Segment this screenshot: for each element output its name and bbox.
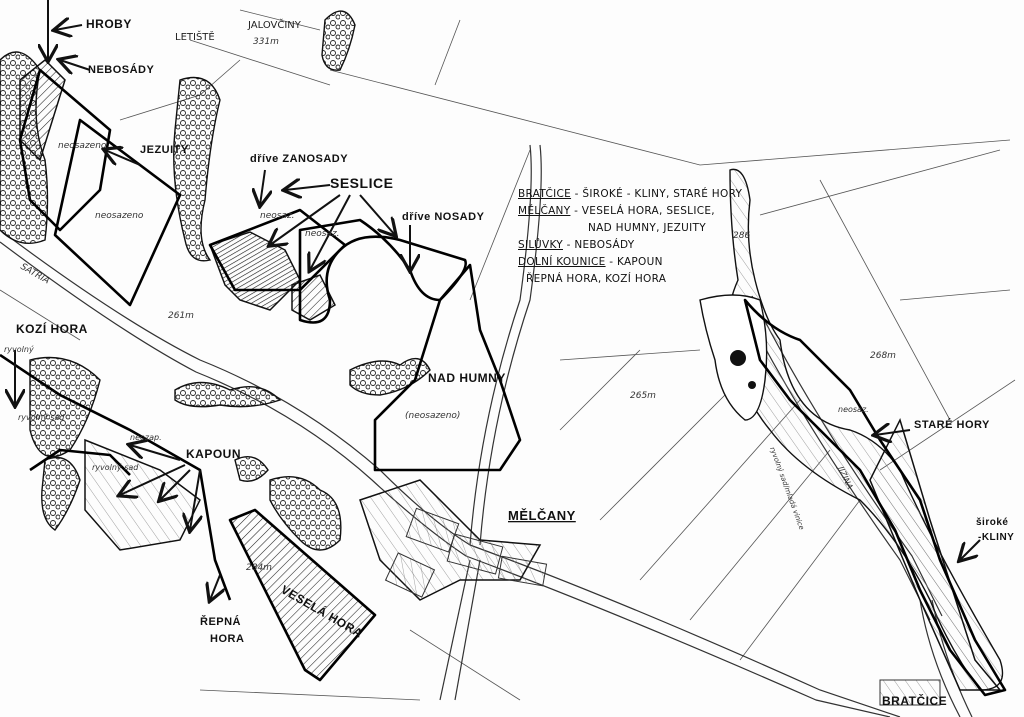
label-nad-humny-note: (neosazeno) [405,411,460,421]
label-elevation-265: 265m [630,391,656,401]
map-labels: HROBY NEBOSÁDY LETIŠTĚ JALOVČINY 331m JE… [4,17,1014,708]
legend-row-melcany: MĚLČANY - VESELÁ HORA, SESLICE, [518,205,715,217]
label-kozi-hora: KOZÍ HORA [16,321,88,336]
label-neosazeno-small-2: neosaz. [305,229,340,239]
legend-row-bratcice: BRATČICE - ŠIROKÉ - KLINY, STARÉ HORY [518,188,743,200]
label-jalovciny: JALOVČINY [247,18,302,31]
label-neozap: neozap. [130,433,162,442]
village-legend: BRATČICE - ŠIROKÉ - KLINY, STARÉ HORY MĚ… [518,186,743,288]
label-elevation-331: 331m [253,37,279,47]
field-boundaries [0,9,1016,701]
label-repna-hora-2: HORA [210,633,244,645]
legend-row-dolni-kounice: DOLNÍ KOUNICE - KAPOUN [518,256,663,268]
pond [730,350,756,389]
legend-row-dolni-kounice-cont: ŘEPNÁ HORA, KOZÍ HORA [526,273,667,285]
label-siroke-kliny-1: široké [976,517,1008,528]
label-satria: SATRIA [19,262,52,287]
label-siroke-kliny-2: -KLINY [978,532,1014,543]
label-nebosady: NEBOSÁDY [88,63,155,76]
label-neosazeno-2: neosazeno [95,211,144,221]
label-repna-hora-1: ŘEPNÁ [200,615,241,628]
label-melcany: MĚLČANY [508,508,576,523]
label-stare-hory: STARÉ HORY [914,418,990,431]
legend-row-siluvky: SILŮVKY - NEBOSÁDY [518,239,635,251]
label-ryvolny-sad: ryvolný sad [18,413,65,422]
label-drive-nosady: dříve NOSADY [402,211,485,223]
label-neosazeno-1: neosazeno [58,141,107,151]
label-ryvolny-sad-2: ryvolný sad [92,463,139,472]
legend-row-melcany-cont: NAD HUMNY, JEZUITY [588,222,706,234]
label-ryvolny: ryvolný [4,345,34,354]
label-bratcice: BRATČICE [882,693,947,708]
label-elevation-268: 268m [870,351,896,361]
label-letiste: LETIŠTĚ [175,30,215,43]
label-neosazeno-small-1: neosaz. [260,211,295,221]
label-hroby: HROBY [86,17,132,31]
label-jezuity: JEZUITY [140,144,189,156]
label-drive-zanosady: dříve ZANOSADY [250,153,348,165]
label-elevation-261: 261m [168,311,194,321]
label-neosazeno-east: neosaz. [838,405,869,414]
label-seslice: SESLICE [330,175,393,191]
village-houses [384,507,941,706]
label-elevation-284: 284m [246,563,272,573]
arrows [15,0,981,600]
label-nad-humny: NAD HUMNY [428,371,506,385]
forest-areas [0,10,1004,691]
label-elevation-286: 286 [733,231,750,241]
label-kapoun: KAPOUN [186,447,241,461]
